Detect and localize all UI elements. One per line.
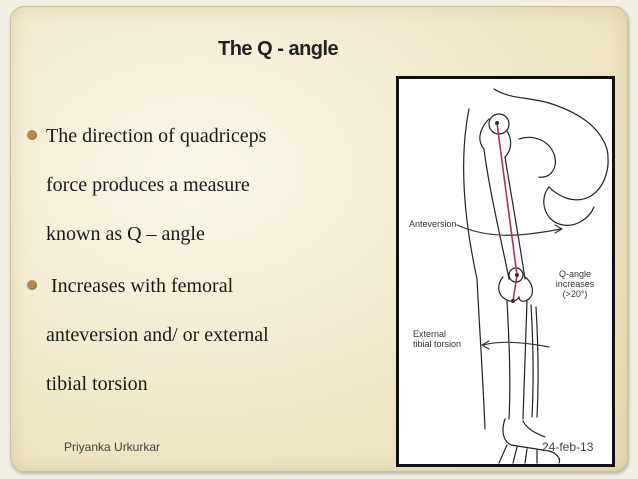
bullet-item: Increases with femoral anteversion and/ … xyxy=(26,262,366,409)
q-angle-label: Q-angle increases (>20°) xyxy=(547,269,603,299)
bullet-dot-icon xyxy=(27,280,37,290)
slide-title: The Q - angle xyxy=(218,38,339,60)
bullet-line: Increases with femoral xyxy=(46,275,234,297)
bullet-line: anteversion and/ or external xyxy=(46,324,269,346)
bullet-line: The direction of quadriceps xyxy=(46,125,267,147)
bullet-line: known as Q – angle xyxy=(46,223,205,245)
bullet-line: force produces a measure xyxy=(46,174,250,196)
external-label-line: External xyxy=(413,329,447,339)
bullet-item: The direction of quadriceps force produc… xyxy=(26,112,366,259)
leg-skeleton-illustration xyxy=(456,88,609,464)
q-angle-label-line: increases xyxy=(555,279,595,289)
footer-author: Priyanka Urkurkar xyxy=(64,440,161,454)
q-angle-label-line: Q-angle xyxy=(558,269,592,279)
leg-anatomy-figure: Anteversion Q-angle increases (>20°) Ext… xyxy=(396,76,615,467)
external-label-line: tibial torsion xyxy=(413,339,462,349)
bullet-list: The direction of quadriceps force produc… xyxy=(26,112,366,409)
external-tibial-torsion-label: External tibial torsion xyxy=(413,329,461,349)
q-angle-line xyxy=(495,121,519,303)
bullet-dot-icon xyxy=(27,130,37,140)
q-angle-label-line: (>20°) xyxy=(562,289,588,299)
anteversion-label: Anteversion xyxy=(409,219,457,229)
footer-date: 24-feb-13 xyxy=(542,440,594,454)
bullet-line: tibial torsion xyxy=(46,373,148,395)
